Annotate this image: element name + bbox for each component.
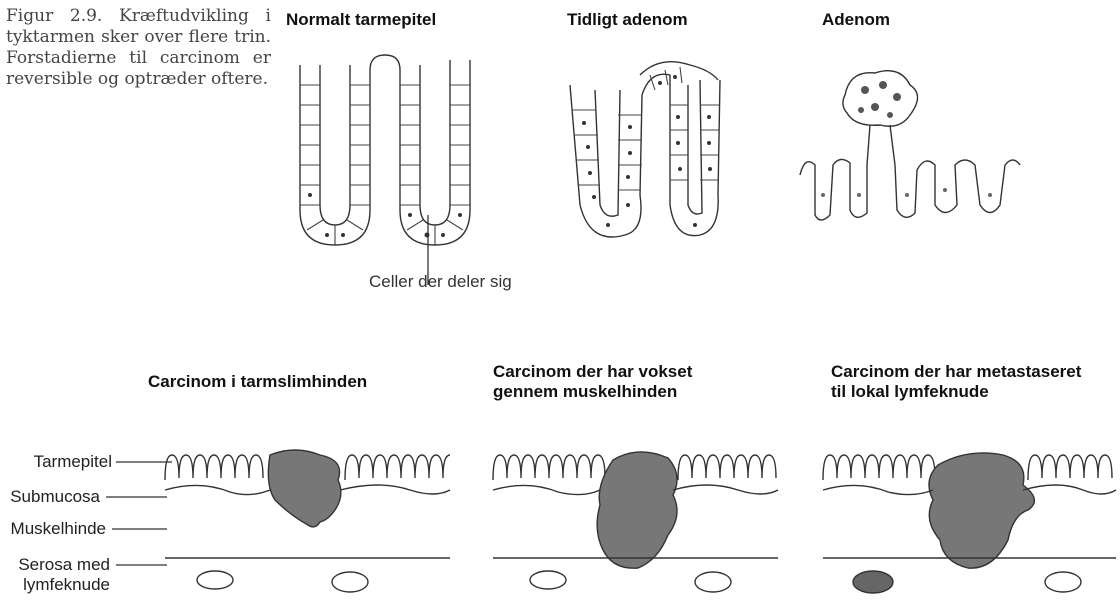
carcinoma-metastasis-illustration — [818, 450, 1118, 600]
panel-title-carcinoma-muscle-line2: gennem muskelhinden — [493, 382, 677, 402]
panel-title-carcinoma-metastasis-line1: Carcinom der har metastaseret — [831, 362, 1081, 382]
panel-title-normal-epithelium: Normalt tarmepitel — [286, 10, 436, 30]
normal-epithelium-illustration — [285, 45, 485, 245]
carcinoma-muscle-illustration — [488, 450, 788, 600]
panel-title-carcinoma-muscle-line1: Carcinom der har vokset — [493, 362, 692, 382]
panel-title-early-adenoma: Tidligt adenom — [567, 10, 688, 30]
layer-label-serosa-line2: lymfeknude — [0, 575, 110, 595]
panel-title-carcinoma-mucosa: Carcinom i tarmslimhinden — [148, 372, 367, 392]
panel-title-carcinoma-metastasis-line2: til lokal lymfeknude — [831, 382, 989, 402]
layer-label-submucosa: Submucosa — [6, 487, 100, 507]
panel-title-adenoma: Adenom — [822, 10, 890, 30]
layer-label-muskelhinde: Muskelhinde — [0, 519, 106, 539]
early-adenoma-illustration — [560, 55, 730, 235]
dividing-cells-label: Celler der deler sig — [369, 272, 512, 292]
layer-label-tarmepitel: Tarmepitel — [28, 452, 112, 472]
figure-caption: Figur 2.9. Kræftudvikling i tyktarmen sk… — [6, 6, 271, 90]
layer-label-serosa-line1: Serosa med — [0, 555, 110, 575]
adenoma-illustration — [795, 55, 1025, 225]
carcinoma-mucosa-illustration — [160, 450, 460, 600]
